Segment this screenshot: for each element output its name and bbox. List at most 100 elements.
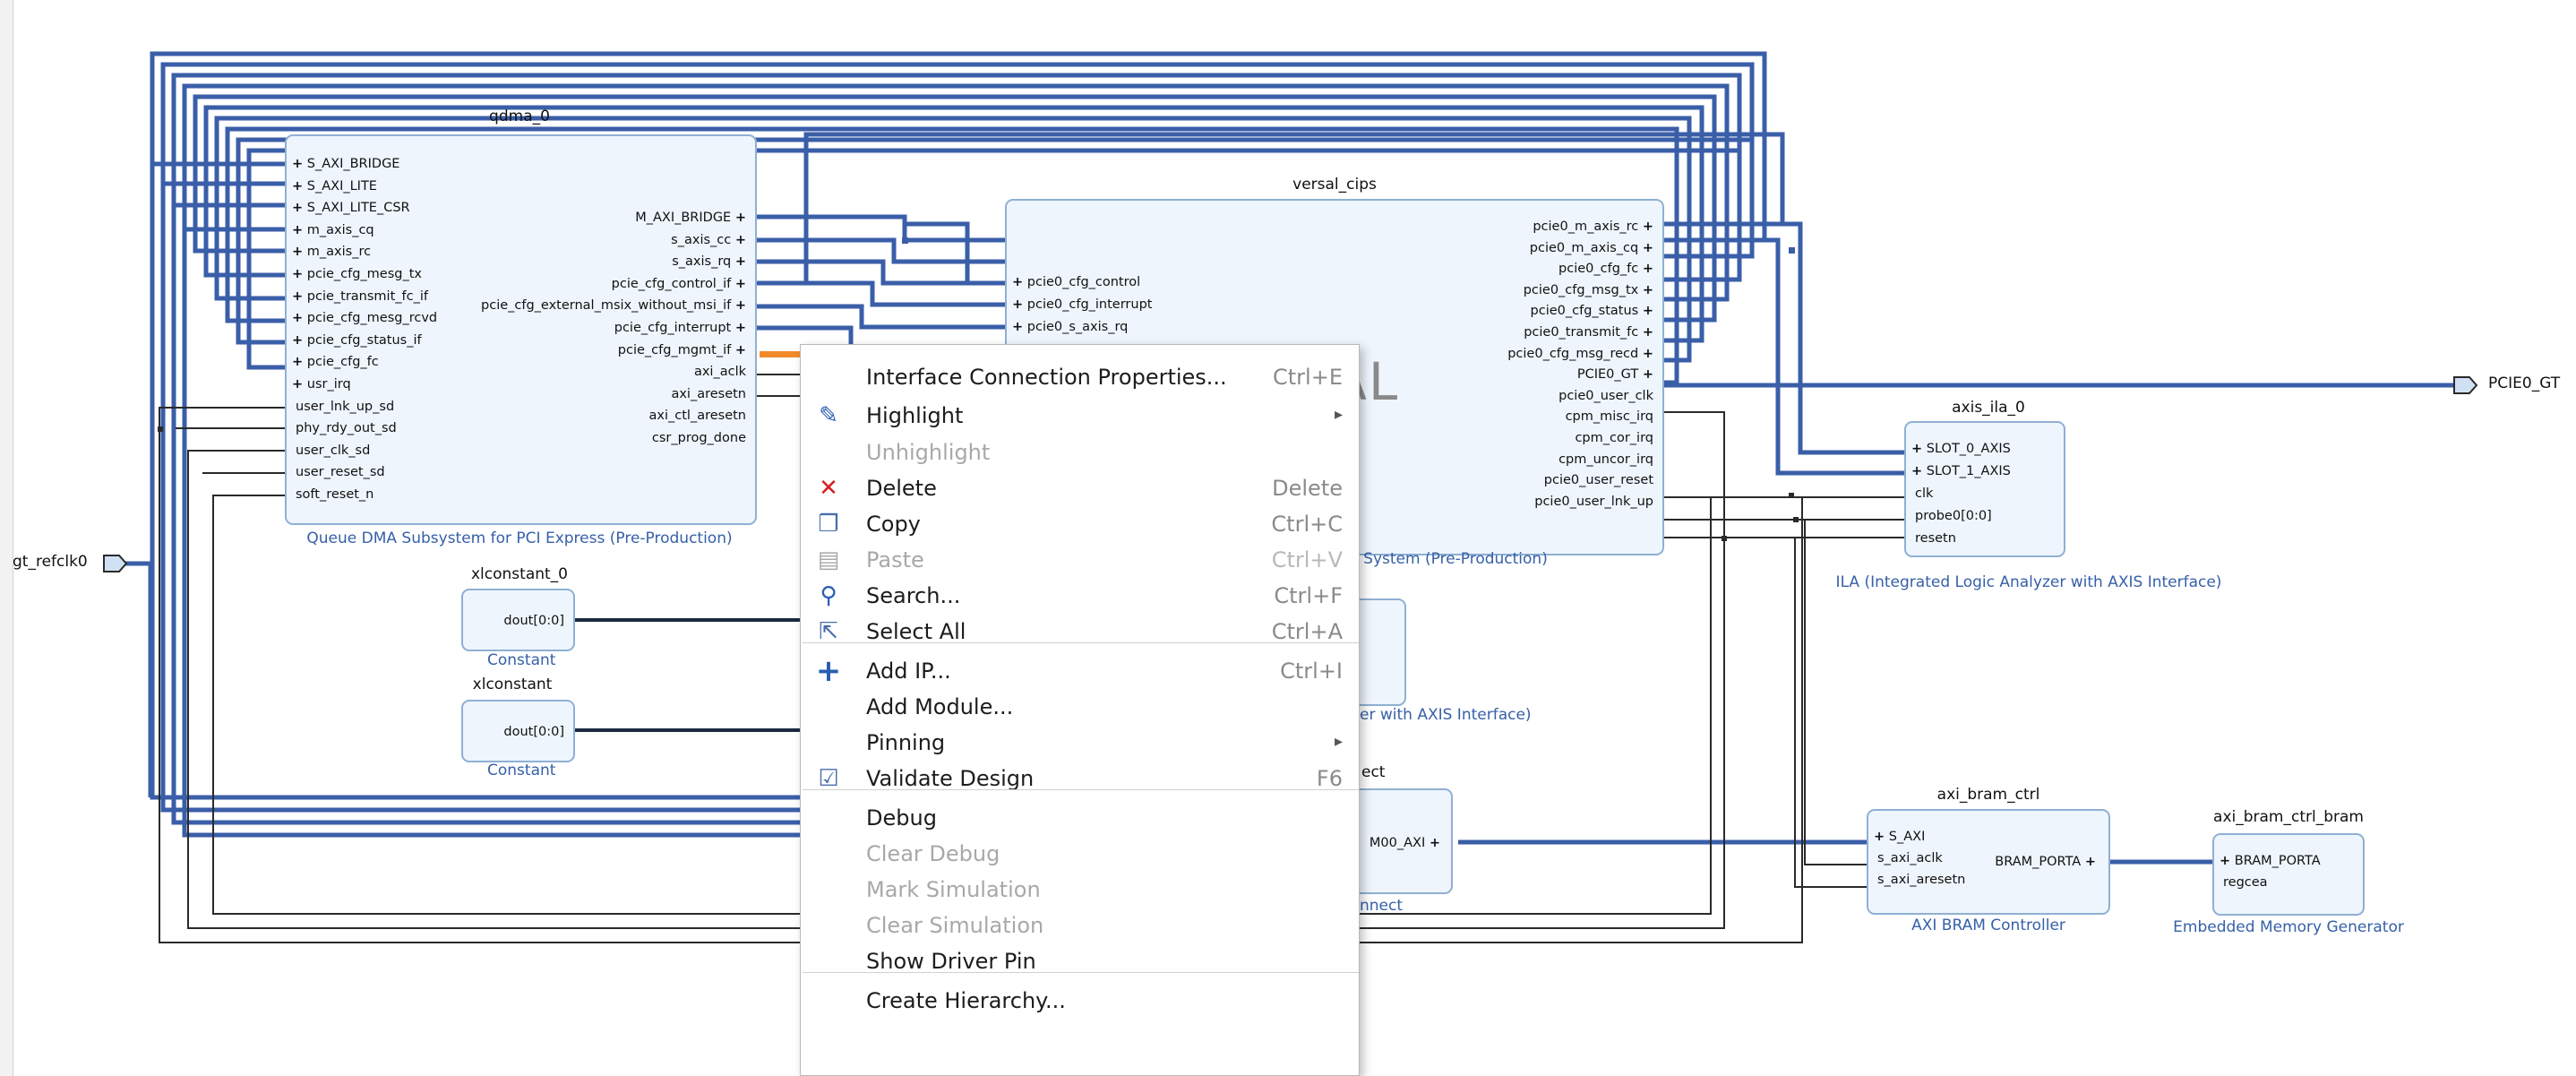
menu-item-highlight[interactable]: ✎Highlight▸ (801, 398, 1359, 434)
bus-wire[interactable] (1765, 237, 1904, 476)
bus-wire[interactable] (757, 214, 1005, 243)
bus-wire[interactable] (757, 304, 1005, 330)
pin-user-reset-sd[interactable]: user_reset_sd (296, 465, 385, 480)
pin-pcie-transmit-fc-if[interactable]: + pcie_transmit_fc_if (292, 288, 428, 304)
pin-clk[interactable]: clk (1915, 486, 1934, 501)
pin-pcie-cfg-status-if[interactable]: + pcie_cfg_status_if (292, 332, 422, 348)
pin-pcie0-user-reset[interactable]: pcie0_user_reset (1543, 473, 1653, 488)
signal-wire[interactable] (1794, 538, 1867, 888)
interconnect-title[interactable]: ect (1361, 763, 1386, 781)
bus-wire[interactable] (193, 94, 1717, 323)
const0-pin[interactable]: dout[0:0] (503, 614, 564, 628)
menu-item-debug[interactable]: Debug (801, 800, 1359, 836)
bus-wire[interactable] (757, 280, 1005, 307)
const0-title[interactable]: xlconstant_0 (470, 565, 569, 583)
pin-s-axis-cc[interactable]: s_axis_cc + (671, 232, 746, 247)
pin-s-axi-lite[interactable]: + S_AXI_LITE (292, 178, 377, 194)
bus-wire[interactable] (246, 148, 1738, 370)
pin-s-axi-aclk[interactable]: s_axi_aclk (1877, 851, 1943, 865)
pin-pcie-cfg-fc[interactable]: + pcie_cfg_fc (292, 355, 379, 370)
menu-item-search[interactable]: ⚲Search...Ctrl+F (801, 578, 1359, 614)
gt-refclk-port-icon[interactable] (103, 555, 128, 572)
pin-s-axi-aresetn[interactable]: s_axi_aresetn (1877, 873, 1966, 887)
pin-pcie0-cfg-status[interactable]: pcie0_cfg_status + (1530, 304, 1653, 319)
pin-m-axis-rc[interactable]: + m_axis_rc (292, 245, 372, 260)
qdma-block[interactable]: + S_AXI_BRIDGE+ S_AXI_LITE+ S_AXI_LITE_C… (285, 134, 757, 525)
qdma-title[interactable]: qdma_0 (489, 108, 550, 125)
bus-wire[interactable] (1782, 221, 1904, 455)
pin-pcie0-m-axis-cq[interactable]: pcie0_m_axis_cq + (1529, 240, 1653, 255)
menu-item-add-ip[interactable]: +Add IP...Ctrl+I (801, 653, 1359, 689)
pin-slot-0-axis[interactable]: + SLOT_0_AXIS (1911, 442, 2011, 456)
pin-pcie-cfg-control-if[interactable]: pcie_cfg_control_if + (611, 276, 746, 291)
bus-wire[interactable] (203, 105, 1704, 343)
pcie-gt-port-icon[interactable] (2453, 376, 2478, 394)
bus-wire[interactable] (905, 221, 1005, 286)
menu-item-add-module[interactable]: Add Module... (801, 689, 1359, 725)
bus-wire[interactable] (757, 237, 1005, 264)
bus-wire[interactable] (757, 132, 1785, 286)
signal-wire[interactable] (1804, 520, 1867, 865)
pin-csr-prog-done[interactable]: csr_prog_done (651, 431, 746, 445)
pin-pcie0-cfg-control[interactable]: + pcie0_cfg_control (1012, 275, 1141, 289)
pin-soft-reset-n[interactable]: soft_reset_n (296, 487, 374, 502)
pin-pcie-cfg-external-msix-without-msi-if[interactable]: pcie_cfg_external_msix_without_msi_if + (481, 298, 746, 314)
pin-pcie-cfg-interrupt[interactable]: pcie_cfg_interrupt + (614, 321, 746, 335)
gt-refclk-label[interactable]: gt_refclk0 (13, 553, 88, 571)
pin-cpm-cor-irq[interactable]: cpm_cor_irq (1575, 431, 1653, 445)
pin-user-clk-sd[interactable]: user_clk_sd (296, 443, 371, 458)
pin-phy-rdy-out-sd[interactable]: phy_rdy_out_sd (296, 421, 397, 436)
pin-s-axi[interactable]: + S_AXI (1874, 830, 1926, 844)
pin-s-axi-lite-csr[interactable]: + S_AXI_LITE_CSR (292, 201, 410, 216)
pin-axi-aresetn[interactable]: axi_aresetn (671, 386, 746, 401)
pin-pcie-cfg-mesg-tx[interactable]: + pcie_cfg_mesg_tx (292, 267, 422, 281)
pin-pcie-cfg-mgmt-if[interactable]: pcie_cfg_mgmt_if + (617, 342, 746, 357)
pin-m-axis-cq[interactable]: + m_axis_cq (292, 222, 374, 237)
menu-item-create-hierarchy[interactable]: Create Hierarchy... (801, 983, 1359, 1019)
pin-pcie-cfg-mesg-rcvd[interactable]: + pcie_cfg_mesg_rcvd (292, 311, 438, 326)
pin-regcea[interactable]: regcea (2223, 875, 2268, 890)
pin-pcie0-transmit-fc[interactable]: pcie0_transmit_fc + (1524, 325, 1653, 340)
pin-pcie0-cfg-msg-tx[interactable]: pcie0_cfg_msg_tx + (1523, 282, 1653, 297)
bram-ctrl-title[interactable]: axi_bram_ctrl (1936, 786, 2040, 804)
pin-cpm-uncor-irq[interactable]: cpm_uncor_irq (1558, 452, 1653, 467)
pin-pcie0-cfg-msg-recd[interactable]: pcie0_cfg_msg_recd + (1507, 346, 1653, 361)
pin-axi-aclk[interactable]: axi_aclk (693, 365, 746, 380)
const1-title[interactable]: xlconstant (472, 676, 553, 693)
pin-bram-porta[interactable]: + BRAM_PORTA (2220, 854, 2321, 868)
bus-wire[interactable] (236, 137, 1755, 345)
pin-pcie0-user-clk[interactable]: pcie0_user_clk (1558, 388, 1653, 403)
pcie-gt-label[interactable]: PCIE0_GT (2488, 374, 2561, 392)
pin-axi-ctl-aresetn[interactable]: axi_ctl_aresetn (648, 409, 746, 424)
signal-wire[interactable] (159, 407, 1803, 943)
bus-wire[interactable] (757, 259, 1005, 286)
menu-item-show-driver-pin[interactable]: Show Driver Pin (801, 943, 1359, 979)
const1-block[interactable]: dout[0:0] (461, 700, 575, 762)
menu-item-clear-debug[interactable]: Clear Debug (801, 836, 1359, 872)
bus-wire[interactable] (125, 561, 153, 797)
menu-item-clear-simulation[interactable]: Clear Simulation (801, 908, 1359, 943)
pin-s-axis-rq[interactable]: s_axis_rq + (672, 254, 746, 270)
pin-resetn[interactable]: resetn (1915, 531, 1956, 546)
context-menu[interactable]: Interface Connection Properties...Ctrl+E… (800, 344, 1360, 1076)
pin-pcie0-m-axis-rc[interactable]: pcie0_m_axis_rc + (1533, 220, 1653, 234)
pin-pcie0-gt[interactable]: PCIE0_GT + (1576, 367, 1653, 383)
pin-slot-1-axis[interactable]: + SLOT_1_AXIS (1911, 464, 2011, 478)
pin-pcie0-s-axis-rq[interactable]: + pcie0_s_axis_rq (1012, 320, 1129, 334)
pin-pcie0-cfg-interrupt[interactable]: + pcie0_cfg_interrupt (1012, 297, 1153, 312)
menu-item-unhighlight[interactable]: Unhighlight (801, 435, 1359, 470)
menu-item-mark-simulation[interactable]: Mark Simulation (801, 872, 1359, 908)
pin-m-axi-bridge[interactable]: M_AXI_BRIDGE + (635, 211, 746, 225)
const1-pin[interactable]: dout[0:0] (503, 725, 564, 739)
bram-title[interactable]: axi_bram_ctrl_bram (2213, 808, 2364, 826)
bram-ctrl-right-pin[interactable]: BRAM_PORTA + (1995, 855, 2096, 869)
pin-pcie0-cfg-fc[interactable]: pcie0_cfg_fc + (1558, 262, 1653, 277)
interconnect-pin[interactable]: M00_AXI + (1369, 836, 1440, 850)
pin-cpm-misc-irq[interactable]: cpm_misc_irq (1565, 409, 1653, 425)
pin-pcie0-user-lnk-up[interactable]: pcie0_user_lnk_up (1534, 494, 1653, 509)
